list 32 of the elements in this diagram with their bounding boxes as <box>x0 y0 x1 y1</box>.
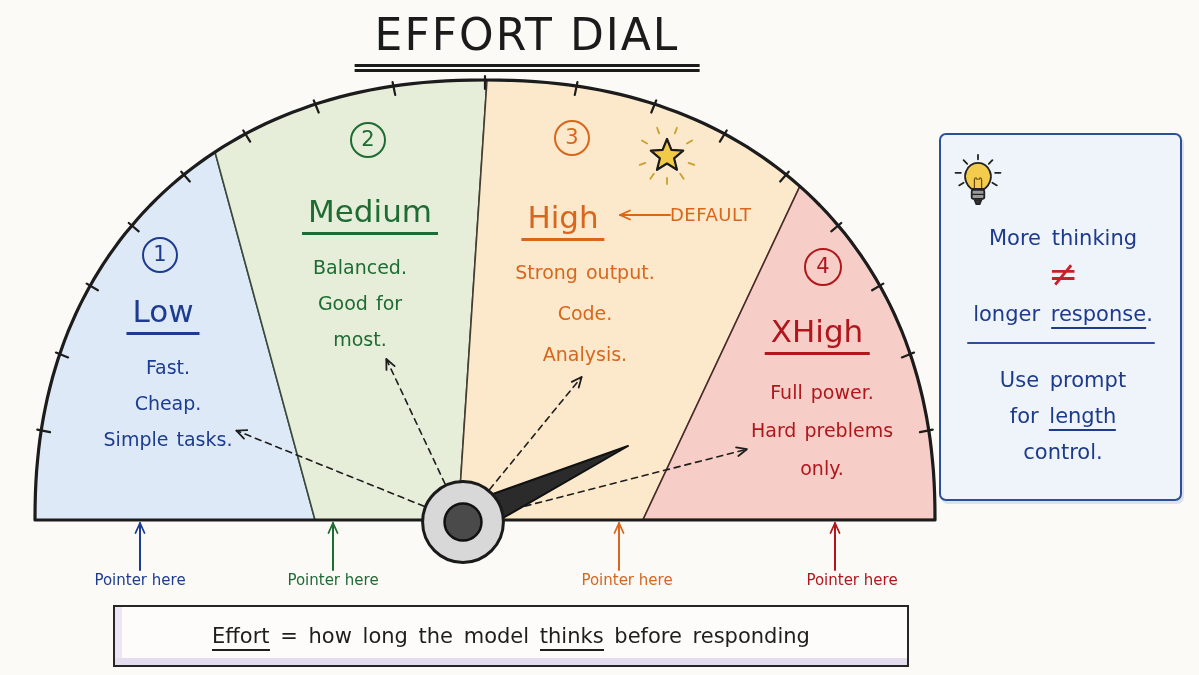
step-number: 1 <box>142 237 178 273</box>
pointer-label: Pointer here <box>94 570 186 590</box>
description-text: Full power. Hard preblems only. <box>746 371 898 489</box>
definition-banner <box>113 605 909 667</box>
arrow <box>134 522 146 571</box>
arrow <box>619 209 671 221</box>
note-text: More thinking ≠ longer response. <box>969 221 1157 332</box>
pointer-label: Pointer here <box>287 570 379 590</box>
arrow <box>327 522 339 571</box>
level-heading: High <box>521 199 605 241</box>
default-note: DEFAULT <box>670 203 752 227</box>
step-number: 4 <box>804 248 842 286</box>
pointer-label: Pointer here <box>806 570 898 590</box>
note-card <box>939 133 1182 501</box>
dashed-arrow <box>235 429 425 508</box>
dial-hub <box>421 480 505 564</box>
note-text: Use prompt for length control. <box>998 367 1128 466</box>
description-text: Fast. Cheap. Simple tasks. <box>99 347 237 459</box>
description-text: Balanced. Good for most. <box>309 247 411 359</box>
definition-text: Effort = how long the model thinks before responding <box>212 622 810 650</box>
level-heading: Medium <box>302 193 438 235</box>
dashed-arrow <box>385 358 446 485</box>
step-number: 3 <box>554 120 590 156</box>
pointer-label: Pointer here <box>581 570 673 590</box>
diagram-title: EFFORT DIAL <box>354 9 700 72</box>
level-heading: XHigh <box>764 313 870 355</box>
arrow <box>613 522 625 571</box>
arrow <box>829 522 841 571</box>
description-text: Strong output. Code. Analysis. <box>511 250 659 377</box>
dashed-arrow <box>488 376 583 491</box>
step-number: 2 <box>350 122 386 158</box>
level-heading: Low <box>126 293 200 335</box>
